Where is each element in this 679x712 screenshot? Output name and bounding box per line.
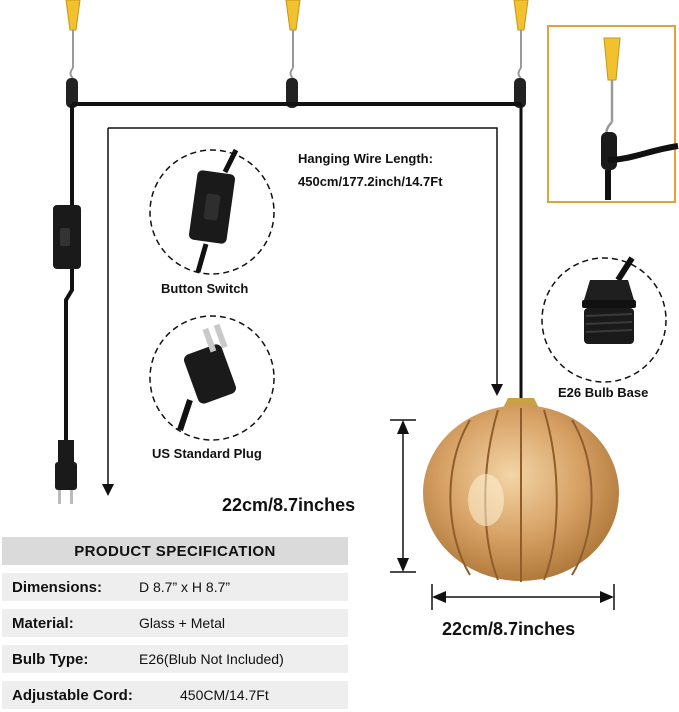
spec-key: Bulb Type:	[12, 650, 89, 668]
spec-header: PRODUCT SPECIFICATION	[2, 537, 348, 565]
spec-row: Adjustable Cord: 450CM/14.7Ft	[2, 681, 348, 709]
plug-icon	[55, 440, 77, 504]
hanging-wire-value: 450cm/177.2inch/14.7Ft	[298, 174, 443, 189]
wall-anchor-icon	[285, 0, 301, 79]
hanging-wire-title: Hanging Wire Length:	[298, 151, 433, 166]
width-dimension-label: 22cm/8.7inches	[442, 619, 576, 639]
wall-anchor-icon	[65, 0, 81, 79]
spec-value: 450CM/14.7Ft	[180, 687, 269, 703]
e26-bulb-base-icon	[582, 256, 636, 344]
hook-detail-icon	[601, 37, 679, 200]
spec-row: Material: Glass + Metal	[2, 609, 348, 637]
spec-key: Adjustable Cord:	[12, 686, 133, 704]
us-plug-label: US Standard Plug	[152, 446, 262, 461]
spec-key: Material:	[12, 614, 74, 632]
pendant-shade-icon	[423, 398, 619, 582]
wall-anchor-icon	[513, 0, 529, 79]
button-switch-icon	[188, 148, 239, 273]
height-dimension-label: 22cm/8.7inches	[222, 495, 356, 515]
spec-value: Glass + Metal	[139, 615, 225, 631]
spec-key: Dimensions:	[12, 578, 103, 596]
spec-value: D 8.7” x H 8.7”	[139, 579, 231, 595]
spec-row: Bulb Type: E26(Blub Not Included)	[2, 645, 348, 673]
spec-value: E26(Blub Not Included)	[139, 651, 284, 667]
bulb-base-label: E26 Bulb Base	[558, 385, 649, 400]
button-switch-label: Button Switch	[161, 281, 249, 296]
us-plug-icon	[177, 323, 236, 431]
spec-row: Dimensions: D 8.7” x H 8.7”	[2, 573, 348, 601]
